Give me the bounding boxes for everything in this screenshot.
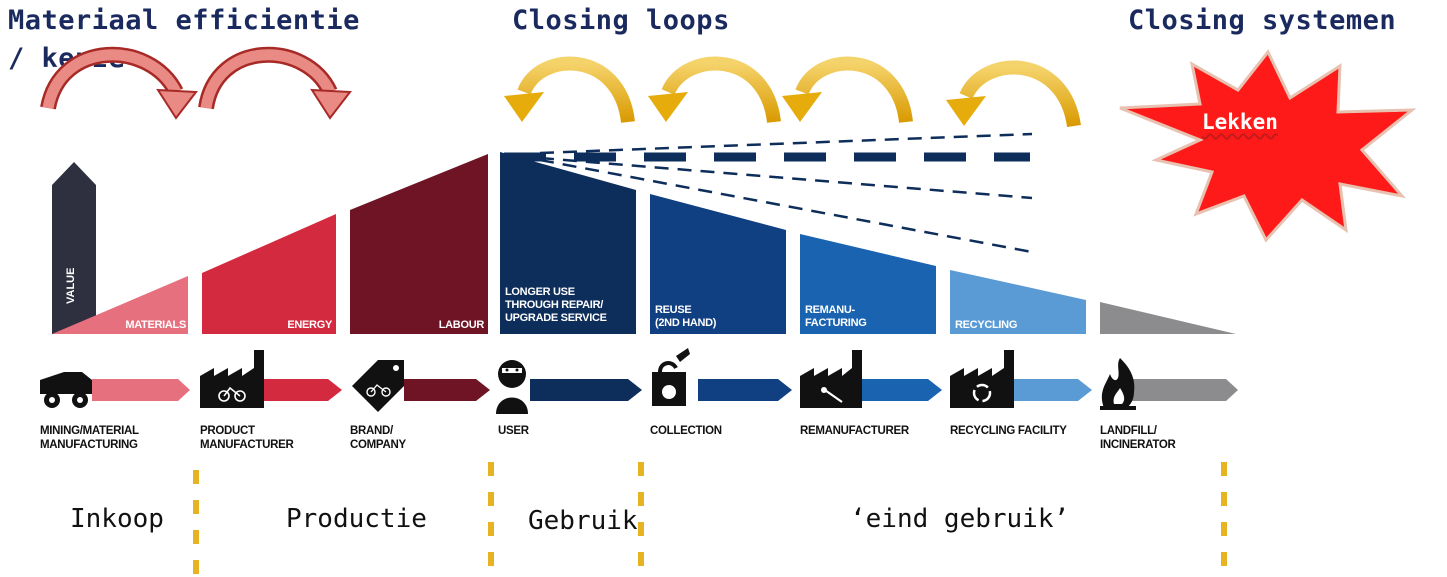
actor-label-mining-line2: MANUFACTURING: [40, 439, 138, 451]
actor-label-product-manufacturer: PRODUCT MANUFACTURER: [200, 424, 294, 452]
stage-label-materials: MATERIALS: [125, 319, 186, 331]
heading-material-efficiency: Materiaal efficientie: [8, 5, 360, 36]
actor-label-mining: MINING/MATERIAL MANUFACTURING: [40, 424, 139, 452]
efficiency-arrow-1: [40, 46, 198, 120]
stage-label-longer-use-line1: LONGER USE: [505, 286, 575, 298]
loop-dash-lines: [504, 132, 1033, 254]
leak-star: [1119, 49, 1417, 243]
loop-arrow-4: [946, 60, 1081, 128]
stage-landfill: [1100, 302, 1236, 334]
actor-label-brand: BRAND/ COMPANY: [350, 424, 406, 452]
actor-label-product-manufacturer-line1: PRODUCT: [200, 425, 255, 437]
actor-label-user: USER: [498, 425, 529, 437]
stage-label-longer-use-line3: UPGRADE SERVICE: [505, 312, 607, 324]
phase-gebruik: Gebruik: [528, 506, 638, 536]
stage-label-longer-use: LONGER USE THROUGH REPAIR/ UPGRADE SERVI…: [505, 286, 635, 325]
stage-label-reuse-line2: (2ND HAND): [655, 317, 717, 329]
loop-arrow-3: [782, 56, 913, 124]
price-tag-bicycle-icon: [352, 360, 404, 412]
loop-arrow-1: [504, 56, 635, 124]
phase-dividers: [193, 462, 1227, 577]
actor-label-landfill-line2: INCINERATOR: [1100, 439, 1176, 451]
actor-label-remanufacturer: REMANUFACTURER: [800, 425, 909, 437]
loop-arrow-2: [648, 56, 781, 124]
actor-label-recycling-facility: RECYCLING FACILITY: [950, 425, 1067, 437]
actor-arrows: [92, 379, 1238, 401]
efficiency-arrow-2: [198, 46, 352, 120]
stage-label-recycling: RECYCLING: [955, 319, 1018, 331]
actor-label-mining-line1: MINING/MATERIAL: [40, 425, 139, 437]
stage-label-reuse: REUSE (2ND HAND): [655, 304, 775, 330]
stage-longer-use: [500, 152, 636, 334]
heading-closing-systems: Closing systemen: [1128, 5, 1397, 36]
stage-reuse: [650, 194, 786, 334]
actor-label-brand-line2: COMPANY: [350, 439, 406, 451]
stage-label-remanufacturing-line2: FACTURING: [805, 317, 867, 329]
stage-energy: [202, 214, 336, 334]
actor-label-brand-line1: BRAND/: [350, 425, 393, 437]
actor-label-collection: COLLECTION: [650, 425, 722, 437]
phase-inkoop: Inkoop: [70, 504, 164, 534]
stage-label-remanufacturing-line1: REMANU-: [805, 304, 855, 316]
stage-label-longer-use-line2: THROUGH REPAIR/: [505, 299, 603, 311]
phase-productie: Productie: [286, 504, 427, 534]
stage-label-energy: ENERGY: [287, 319, 332, 331]
stage-label-remanufacturing: REMANU- FACTURING: [805, 304, 925, 330]
stage-materials: [52, 276, 188, 334]
value-axis-label: VALUE: [65, 267, 77, 304]
actor-label-landfill: LANDFILL/ INCINERATOR: [1100, 424, 1176, 452]
value-arrow: [52, 162, 96, 334]
collection-bin-icon: [652, 348, 690, 406]
heading-closing-loops: Closing loops: [512, 5, 730, 36]
stage-recycling: [950, 270, 1086, 334]
mining-truck-icon: [40, 372, 92, 408]
fire-icon: [1100, 358, 1136, 410]
factory-recycle-icon: [950, 350, 1014, 408]
user-icon: [496, 360, 528, 414]
stage-labour: [350, 154, 488, 334]
factory-bicycle-icon: [200, 350, 264, 408]
stage-label-reuse-line1: REUSE: [655, 304, 692, 316]
factory-tools-icon: [800, 350, 862, 408]
phase-eind-gebruik: ‘eind gebruik’: [850, 504, 1070, 534]
actor-label-product-manufacturer-line2: MANUFACTURER: [200, 439, 294, 451]
stage-remanufacturing: [800, 234, 936, 334]
stage-label-labour: LABOUR: [438, 319, 485, 331]
actor-label-landfill-line1: LANDFILL/: [1100, 425, 1157, 437]
leak-label: Lekken: [1202, 110, 1278, 134]
